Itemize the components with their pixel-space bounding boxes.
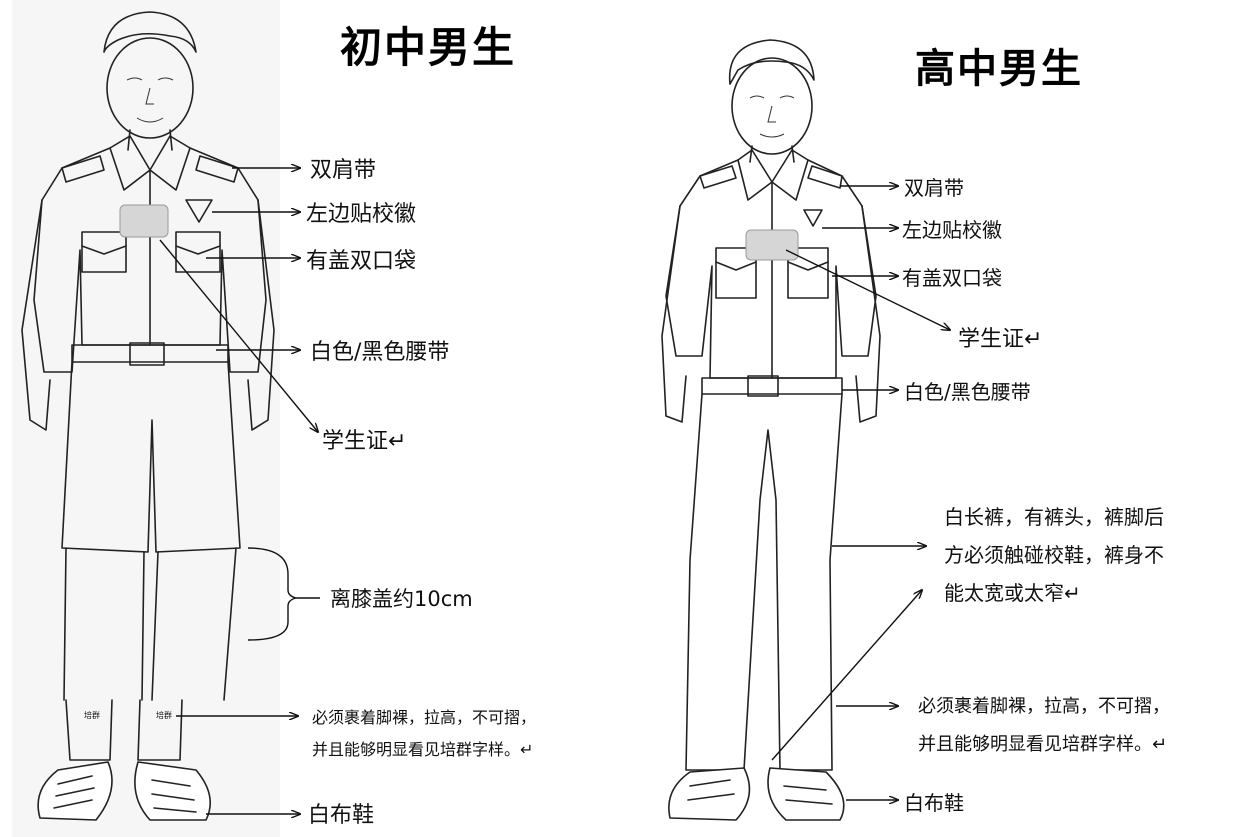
figure-background — [12, 0, 280, 837]
junior-label-student-card: 学生证↵ — [322, 429, 406, 454]
student-card-icon — [745, 229, 799, 261]
arrow-student-card — [785, 249, 950, 330]
senior-label-student-card: 学生证↵ — [958, 327, 1042, 352]
junior-label-knee: 离膝盖约10cm — [330, 587, 473, 611]
senior-label-trousers-1: 白长裤，有裤头，裤脚后 — [944, 505, 1164, 529]
senior-label-shoes: 白布鞋 — [904, 791, 964, 815]
junior-label-school-badge: 左边贴校徽 — [306, 202, 416, 227]
senior-label-trousers-3: 能太宽或太窄↵ — [944, 581, 1081, 605]
svg-text:培群: 培群 — [156, 710, 172, 720]
senior-boy-sketch — [661, 39, 881, 821]
senior-label-shoulder-straps: 双肩带 — [904, 176, 964, 200]
left-shoe-icon — [37, 761, 113, 821]
junior-figure-panel: 培群 培群 — [12, 0, 280, 837]
svg-text:培群: 培群 — [84, 710, 100, 720]
junior-label-socks-1: 必须裹着脚裸，拉高，不可摺， — [312, 708, 536, 727]
senior-label-socks-1: 必须裹着脚裸，拉高，不可摺， — [918, 696, 1170, 717]
senior-annotations: 双肩带 左边贴校徽 有盖双口袋 学生证↵ 白色/黑色腰带 白长裤，有裤头，裤脚后… — [771, 176, 1170, 815]
left-shoe-icon — [668, 767, 751, 821]
arrow-student-card — [159, 239, 318, 432]
junior-label-belt: 白色/黑色腰带 — [310, 340, 449, 365]
senior-label-belt: 白色/黑色腰带 — [904, 380, 1031, 404]
junior-label-shoes: 白布鞋 — [308, 803, 374, 828]
junior-label-pockets: 有盖双口袋 — [306, 249, 416, 274]
junior-label-shoulder-straps: 双肩带 — [310, 158, 376, 183]
junior-boy-sketch: 培群 培群 — [21, 11, 275, 821]
junior-annotations: 双肩带 左边贴校徽 有盖双口袋 白色/黑色腰带 学生证↵ 离膝盖约10cm 必须… — [159, 158, 536, 828]
right-shoe-icon — [767, 767, 845, 821]
senior-title: 高中男生 — [915, 46, 1083, 92]
junior-title: 初中男生 — [340, 23, 516, 72]
arrow-trousers-hem — [771, 590, 922, 761]
junior-label-socks-2: 并且能够明显看见培群字样。↵ — [312, 740, 533, 759]
senior-label-trousers-2: 方必须触碰校鞋，裤身不 — [944, 543, 1164, 567]
right-shoe-icon — [134, 761, 212, 821]
student-card-icon — [119, 204, 169, 238]
senior-label-socks-2: 并且能够明显看见培群字样。↵ — [918, 734, 1167, 755]
senior-label-school-badge: 左边贴校徽 — [902, 218, 1002, 242]
senior-label-pockets: 有盖双口袋 — [902, 266, 1002, 290]
